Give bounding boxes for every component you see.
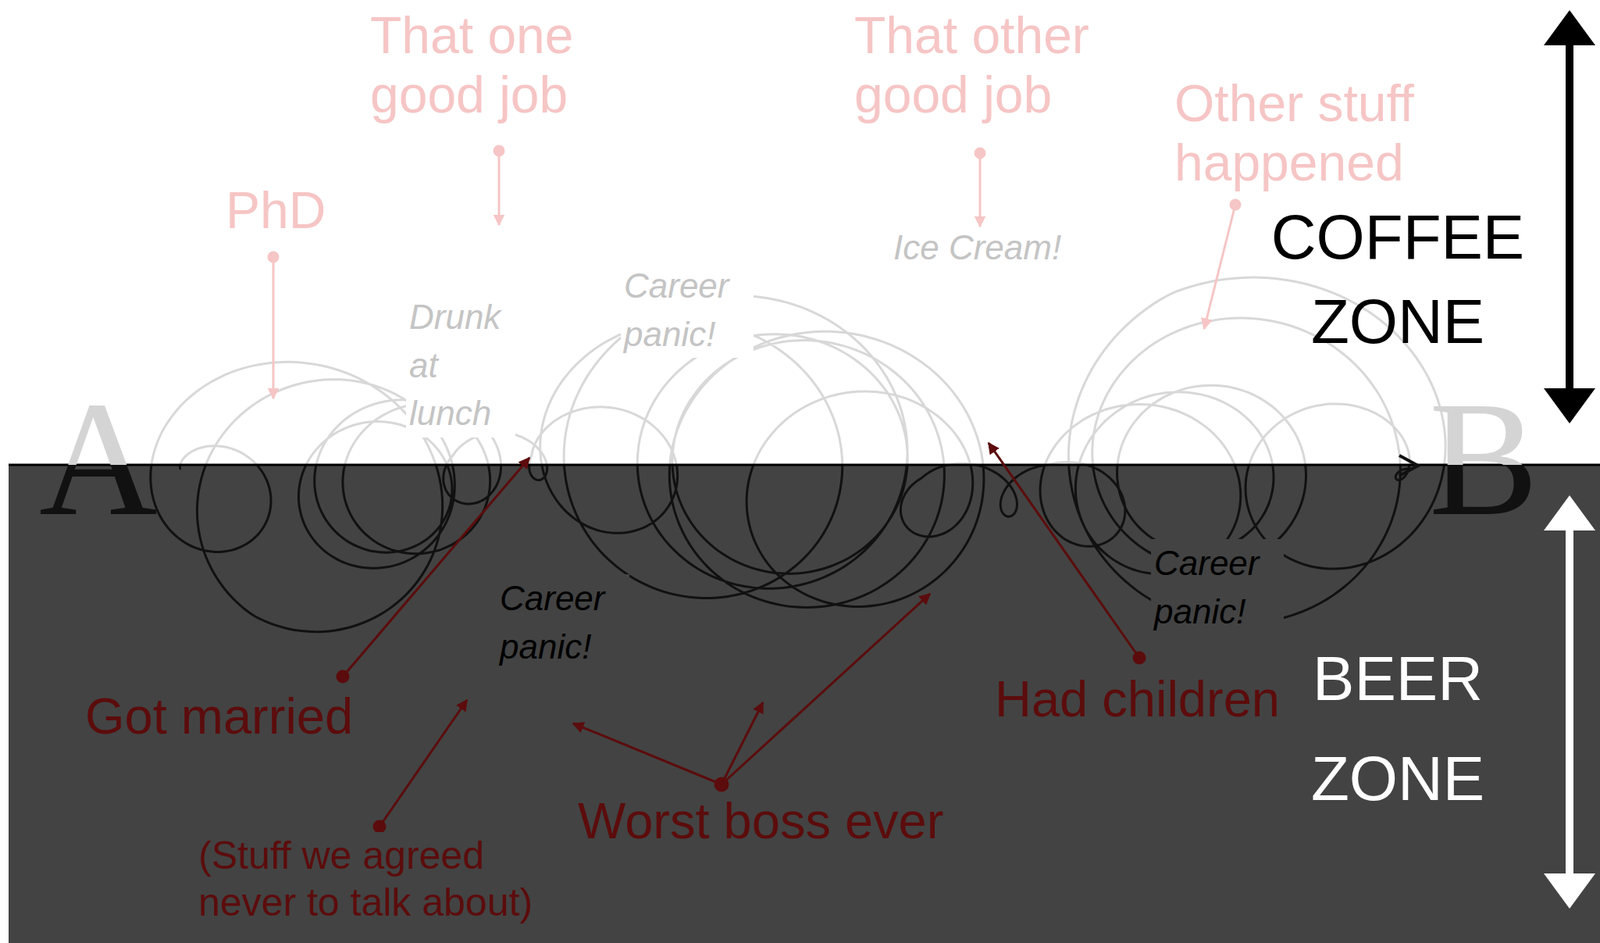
beer-range-arrow: [1543, 495, 1596, 909]
zone-boundary: [8, 463, 1600, 467]
coffee-range-arrow: [1543, 10, 1596, 424]
leader-line: [988, 442, 1140, 658]
milestone-label: PhD: [222, 181, 329, 241]
red-leaders: [337, 442, 1145, 832]
leader-line: [498, 150, 501, 225]
event-note: Career panic!: [1151, 538, 1284, 635]
milestone-label: That other good job: [851, 6, 1133, 125]
leader-line: [379, 699, 467, 827]
leader-line: [979, 153, 982, 227]
milestone-label: Other stuff happened: [1171, 74, 1476, 193]
life-event-label: (Stuff we agreed never to talk about): [195, 831, 586, 926]
zone-title: COFFEE ZONE: [1257, 195, 1539, 364]
event-note: Ice Cream!: [890, 228, 1065, 268]
beer-ground: [8, 464, 1600, 943]
event-note: Career panic!: [620, 261, 754, 358]
leader-line: [721, 593, 931, 784]
life-event-label: Got married: [81, 687, 357, 746]
zone-title: BEER ZONE: [1257, 628, 1539, 829]
life-scribble-faded: [150, 277, 1446, 465]
path-arrowhead: [1399, 455, 1419, 476]
endpoint-letter: B: [1428, 376, 1539, 541]
scribble-path: [150, 277, 1446, 465]
event-note: Career panic!: [496, 573, 630, 670]
leader-line: [1204, 204, 1236, 329]
leader-line: [721, 702, 763, 784]
leader-line: [272, 256, 275, 399]
event-note: Drunk at lunch: [406, 292, 516, 438]
leader-line: [573, 723, 722, 784]
life-event-label: Had children: [991, 669, 1283, 729]
endpoint-letter: A: [39, 376, 158, 541]
milestone-label: That one good job: [367, 6, 625, 125]
life-event-label: Worst boss ever: [574, 791, 947, 851]
